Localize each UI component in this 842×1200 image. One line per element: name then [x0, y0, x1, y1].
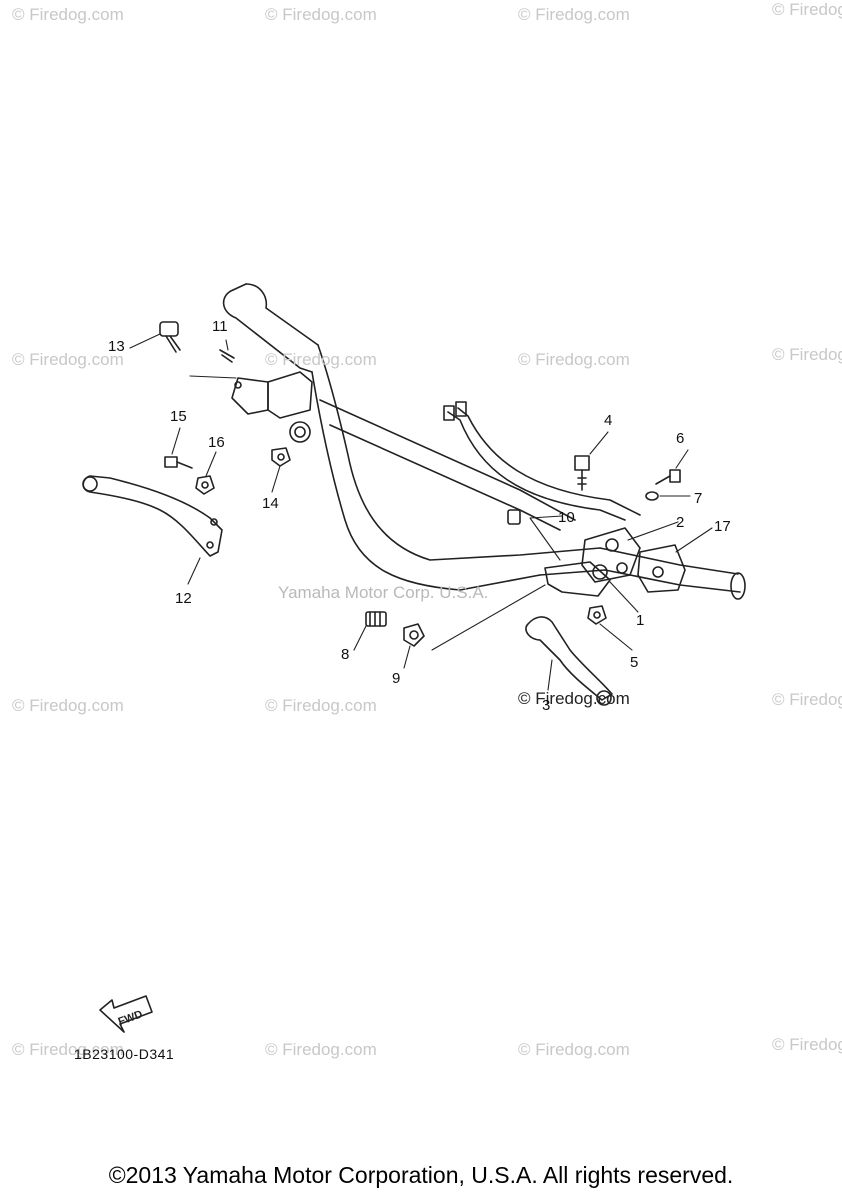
washer-7: [645, 491, 659, 501]
lever-3: [525, 616, 613, 706]
copyright-notice: ©2013 Yamaha Motor Corporation, U.S.A. A…: [108, 1162, 734, 1188]
nut-14: [271, 447, 291, 467]
fwd-label: FWD: [117, 1008, 145, 1028]
lever-12: [82, 475, 223, 557]
leader-lines: [129, 333, 713, 691]
watermark: © Firedog.com: [265, 5, 377, 24]
callout-2: 2: [676, 514, 685, 531]
inline-watermark: © Firedog.com: [518, 689, 630, 708]
fwd-arrow-icon: FWD: [99, 995, 153, 1033]
callout-12: 12: [175, 590, 192, 607]
watermark: © Firedog.com: [12, 696, 124, 715]
watermark: © Firedog.com: [12, 5, 124, 24]
callout-11: 11: [212, 318, 228, 335]
callout-3: 3: [542, 697, 551, 714]
watermark: © Firedog.com: [518, 350, 630, 369]
watermark: © Firedog.com: [772, 690, 842, 709]
callout-10: 10: [558, 509, 575, 526]
watermark: © Firedog.com: [12, 1040, 124, 1059]
adjuster-10: [507, 509, 521, 525]
callout-6: 6: [676, 430, 685, 447]
master-cylinder: [231, 371, 313, 443]
watermark: © Firedog.com: [518, 5, 630, 24]
watermark: © Firedog.com: [772, 0, 842, 19]
watermark: © Firedog.com: [12, 350, 124, 369]
diagram-credit: Yamaha Motor Corp. U.S.A.: [278, 583, 489, 602]
callout-4: 4: [604, 412, 613, 429]
diagram-part-code: 1B23100-D341: [74, 1046, 175, 1062]
callout-15: 15: [170, 408, 187, 425]
bolt-4: [574, 455, 590, 491]
watermark: © Firedog.com: [518, 1040, 630, 1059]
handlebar-switch-17: [637, 544, 686, 593]
callout-8: 8: [341, 646, 350, 663]
watermark: © Firedog.com: [265, 1040, 377, 1059]
watermark: © Firedog.com: [772, 345, 842, 364]
callout-17: 17: [714, 518, 731, 535]
callout-13: 13: [108, 338, 125, 355]
callout-14: 14: [262, 495, 279, 512]
bolt-6: [655, 469, 681, 485]
switch-cable: [443, 401, 641, 521]
callout-7: 7: [694, 490, 703, 507]
callout-5: 5: [630, 654, 639, 671]
bolt-13: [159, 321, 181, 353]
lever-holder: [544, 527, 641, 597]
nut-16: [195, 475, 215, 495]
nut-5: [587, 605, 607, 625]
watermark: © Firedog.com: [265, 350, 377, 369]
callout-16: 16: [208, 434, 225, 451]
watermark: © Firedog.com: [772, 1035, 842, 1054]
watermark: © Firedog.com: [265, 696, 377, 715]
callout-1: 1: [636, 612, 645, 629]
callout-9: 9: [392, 670, 401, 687]
adjuster-8: [365, 611, 387, 627]
nut-9: [403, 623, 425, 647]
bolt-15: [164, 456, 193, 469]
bolt-11: [219, 349, 235, 363]
